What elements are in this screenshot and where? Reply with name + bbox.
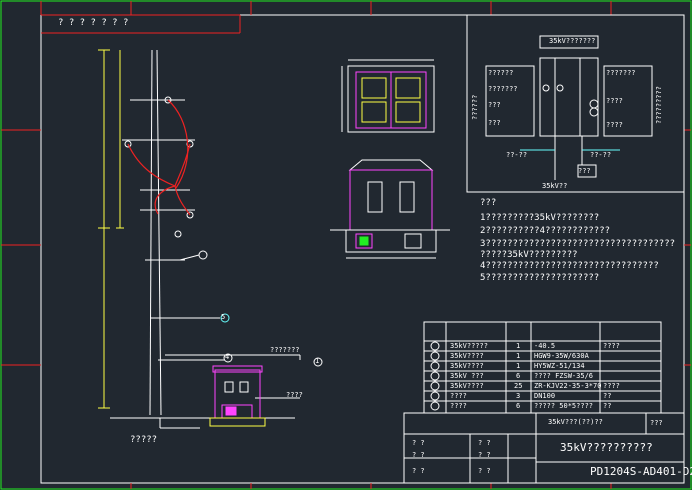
wiring-box-label: ???: [578, 167, 591, 175]
mat-spec: -40.5: [534, 342, 556, 350]
tb-mid-cell: ? ?: [478, 467, 491, 475]
pole-caption: ?????: [130, 435, 158, 445]
tb-left-cell: ? ?: [412, 451, 425, 459]
mat-qty: 1: [516, 362, 521, 370]
mat-note: ????: [603, 342, 620, 350]
wiring-right-vertical: ?????????: [655, 86, 663, 124]
pole-jumpers: [127, 99, 191, 216]
notes-line-1: 1?????????35kV????????: [480, 213, 600, 223]
wiring-left-vertical: ??????: [471, 94, 479, 120]
mat-spec: ???? FZSW-35/6: [534, 372, 594, 380]
tb-stage: ???: [650, 419, 663, 427]
mat-spec: HY5WZ-51/134: [534, 362, 585, 370]
mat-qty: 1: [516, 342, 521, 350]
corner-title: ? ? ? ? ? ? ?: [58, 18, 129, 28]
wiring-left-line-2: ???????: [488, 85, 518, 93]
mat-qty: 6: [516, 372, 521, 380]
mat-name: ????: [450, 392, 467, 400]
tb-drawing-no: PD1204S-AD401-D2: [590, 465, 692, 478]
mat-spec: ????? 50*5????: [534, 402, 594, 410]
box-side-view: [330, 159, 450, 259]
mat-spec: HGW9-35W/630A: [534, 352, 589, 360]
mat-qty: 6: [516, 402, 521, 410]
mat-spec: ZR-KJV22-35-3*70: [534, 382, 602, 390]
wiring-left-line-4: ???: [488, 119, 501, 127]
tb-drawing-title: 35kV??????????: [560, 441, 653, 454]
box-front-view: [341, 59, 435, 133]
annot-cable: ???????: [270, 346, 300, 354]
tb-mid-cell: ? ?: [478, 439, 491, 447]
wiring-left-line-1: ??????: [488, 69, 514, 77]
mat-name: ????: [450, 402, 467, 410]
pole-elevation: [98, 49, 323, 429]
notes-line-4: 4????????????????????????????????: [480, 261, 659, 271]
notes-line-2: 2??????????4????????????: [480, 226, 611, 236]
mat-name: 35kV ???: [450, 372, 484, 380]
wiring-title: 35kV???????: [549, 37, 596, 45]
notes-line-3b: ?????35kV?????????: [480, 250, 578, 260]
annot-ground: ????: [286, 391, 303, 399]
wiring-right-cable: ??-??: [590, 151, 612, 159]
mat-name: 35kV????: [450, 352, 484, 360]
mat-qty: 1: [516, 352, 521, 360]
tb-mid-cell: ? ?: [478, 451, 491, 459]
mat-note: ??: [603, 392, 612, 400]
mat-note: ??: [603, 402, 612, 410]
material-table: [423, 321, 662, 414]
pole-balloon-1: 1: [315, 357, 320, 365]
wiring-bottom-label: 35kV??: [542, 182, 568, 190]
tb-left-cell: ? ?: [412, 467, 425, 475]
mat-qty: 3: [516, 392, 521, 400]
wiring-diagram: [466, 14, 685, 193]
title-block: [403, 412, 685, 484]
pole-balloon-4: 4: [225, 353, 230, 361]
tb-project: 35kV???(??)??: [548, 418, 603, 426]
notes-line-5: 5?????????????????????: [480, 273, 600, 283]
material-row-markers: [430, 341, 440, 411]
wiring-left-line-3: ???: [488, 101, 501, 109]
tb-left-cell: ? ?: [412, 439, 425, 447]
mat-spec: DN100: [534, 392, 556, 400]
mat-name: 35kV????: [450, 382, 484, 390]
wiring-right-line-1: ???????: [606, 69, 636, 77]
mat-name: 35kV?????: [450, 342, 488, 350]
notes-line-3: 3???????????????????????????????????: [480, 239, 676, 249]
mat-name: 35kV????: [450, 362, 484, 370]
wiring-right-line-3: ????: [606, 121, 623, 129]
wiring-left-cable: ??-??: [506, 151, 528, 159]
mat-qty: 25: [514, 382, 523, 390]
pole-balloon-5: 5: [221, 313, 226, 321]
notes-heading: ???: [480, 198, 497, 208]
wiring-right-line-2: ????: [606, 97, 623, 105]
mat-note: ????: [603, 382, 620, 390]
inner-border: [40, 14, 685, 484]
